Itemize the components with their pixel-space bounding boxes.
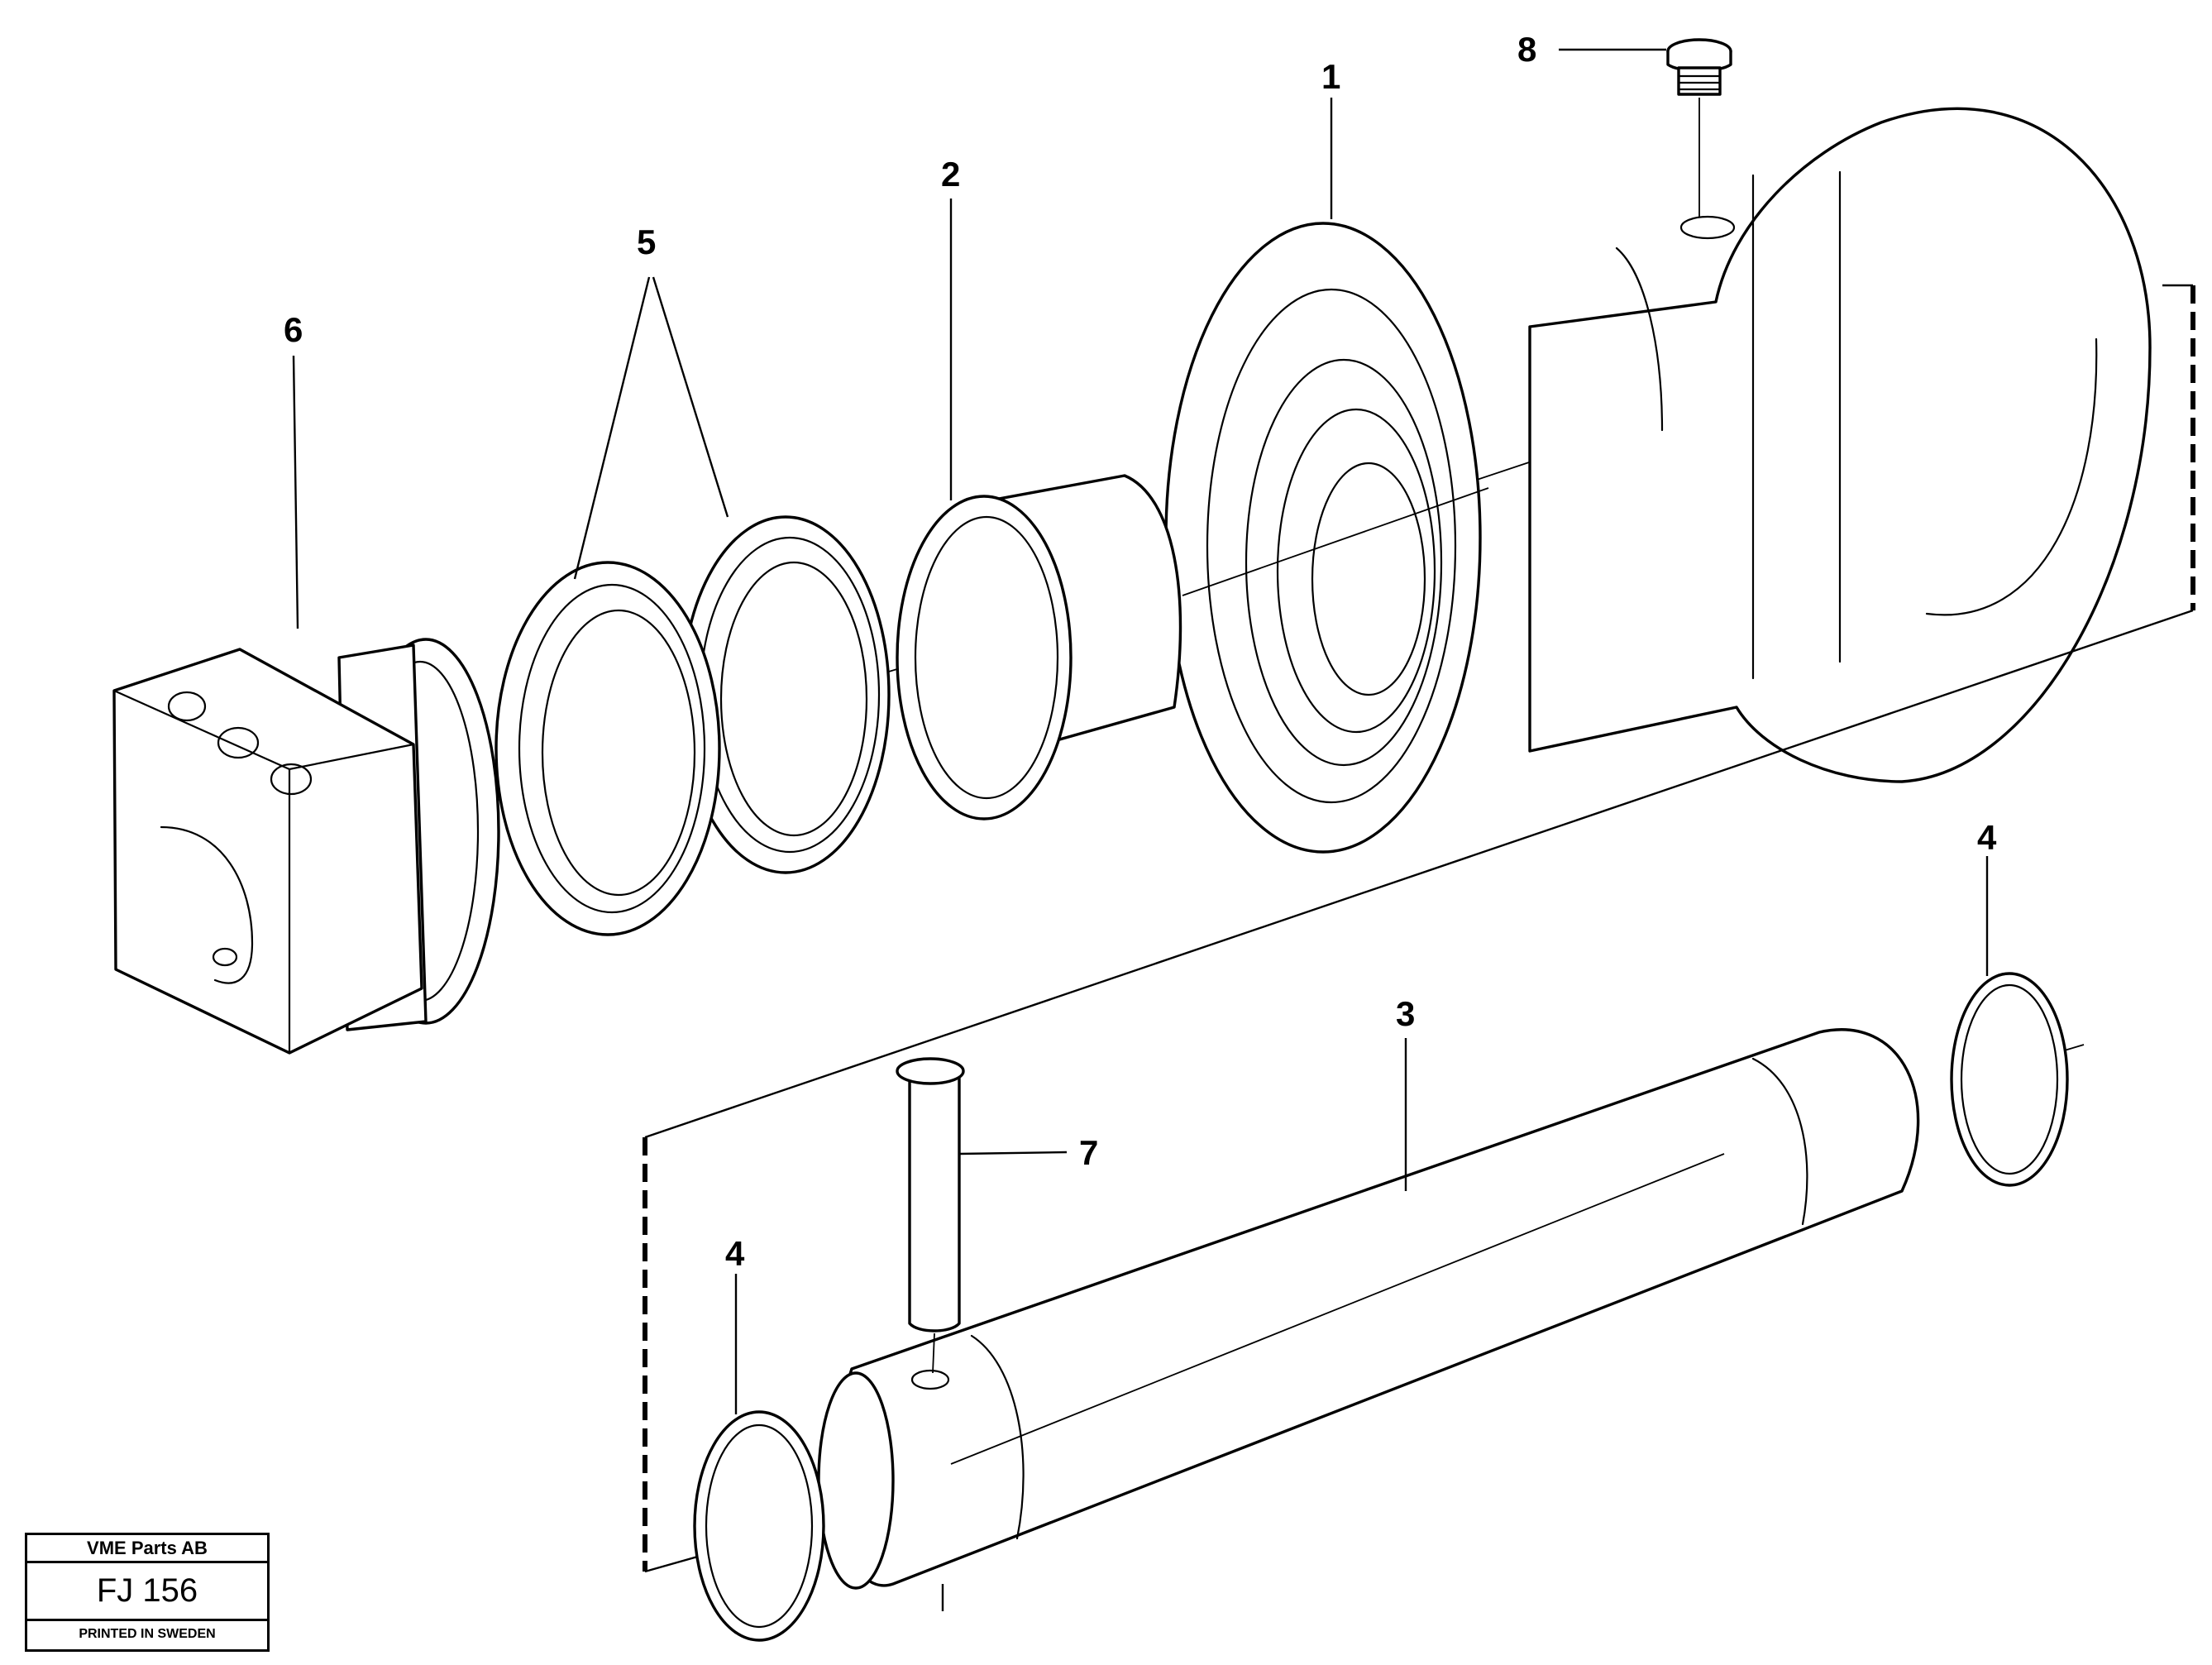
drawing-code: FJ 156 <box>27 1563 267 1621</box>
part-4-o-ring-left <box>693 1410 825 1642</box>
part-8-plug <box>1666 38 1732 217</box>
part-5-seal-ring-left <box>494 561 721 936</box>
part-3-shaft <box>817 1028 1920 1590</box>
callout-3: 3 <box>1396 994 1415 1033</box>
reference-bracket <box>643 284 2195 1573</box>
callout-8: 8 <box>1517 30 1536 69</box>
callout-5: 5 <box>637 222 656 261</box>
callout-2: 2 <box>941 155 960 194</box>
callout-6: 6 <box>284 310 303 349</box>
callout-1: 1 <box>1321 57 1340 96</box>
printed-notice: PRINTED IN SWEDEN <box>79 1627 216 1641</box>
callout-4-lower: 4 <box>725 1234 745 1273</box>
part-4-o-ring-right <box>1950 972 2069 1187</box>
callout-4-upper: 4 <box>1977 818 1997 857</box>
part-6-end-block <box>112 638 500 1055</box>
title-block: VME Parts AB FJ 156 PRINTED IN SWEDEN <box>25 1533 270 1652</box>
part-2-bushing <box>896 474 1182 821</box>
callout-7: 7 <box>1079 1133 1098 1172</box>
leader-lines <box>292 48 1989 1611</box>
part-1-roller-body <box>1164 107 2152 854</box>
company-name: VME Parts AB <box>27 1535 267 1563</box>
part-7-pin <box>896 1057 965 1374</box>
part-5-seal-ring-right <box>681 515 891 874</box>
